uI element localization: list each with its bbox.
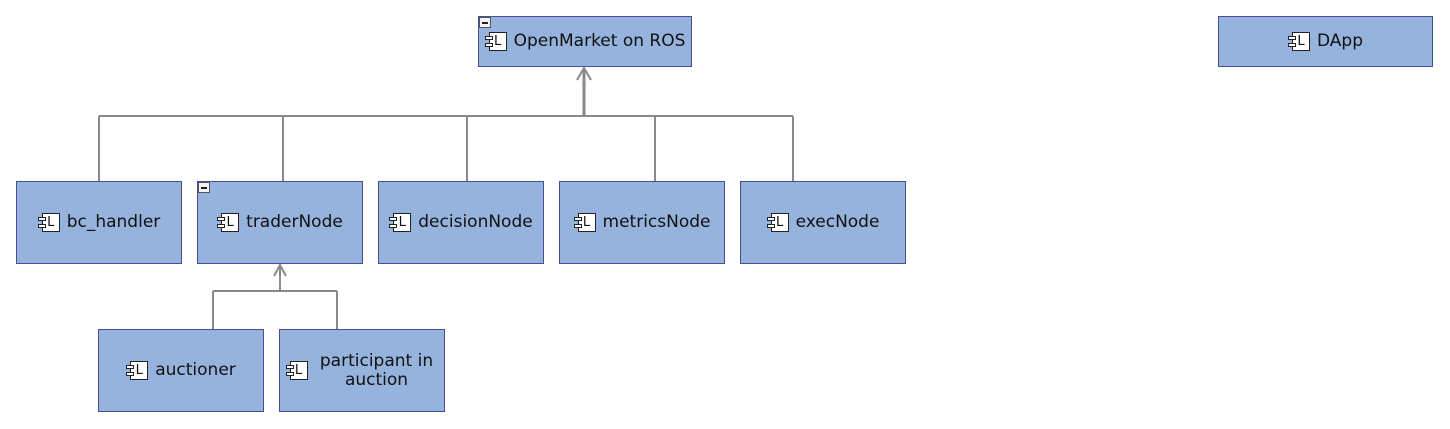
node-openmarket-on-ros[interactable]: L OpenMarket on ROS <box>478 16 692 67</box>
collapse-toggle-openmarket[interactable] <box>479 17 491 28</box>
node-dapp[interactable]: L DApp <box>1218 16 1433 67</box>
arrowhead-openmarket <box>576 66 592 81</box>
component-icon: L <box>1287 31 1312 53</box>
node-participant-in-auction[interactable]: L participant in auction <box>279 329 445 412</box>
node-label: participant in auction <box>319 350 434 390</box>
component-icon: L <box>37 212 62 234</box>
component-icon: L <box>573 212 598 234</box>
node-trader-node[interactable]: L traderNode <box>197 181 363 264</box>
node-auctioner[interactable]: L auctioner <box>98 329 264 412</box>
component-icon: L <box>484 31 509 53</box>
node-bc-handler[interactable]: L bc_handler <box>16 181 182 264</box>
node-label: execNode <box>795 212 880 232</box>
node-label: DApp <box>1316 31 1363 51</box>
component-icon: L <box>285 360 310 382</box>
collapse-toggle-trader-node[interactable] <box>198 182 210 193</box>
component-icon: L <box>766 212 791 234</box>
node-decision-node[interactable]: L decisionNode <box>378 181 544 264</box>
node-label: metricsNode <box>602 212 711 232</box>
node-label: OpenMarket on ROS <box>513 31 686 51</box>
arrowhead-trader-node <box>273 262 287 277</box>
node-label: decisionNode <box>418 212 533 232</box>
component-icon: L <box>389 212 413 234</box>
node-label: traderNode <box>246 212 343 232</box>
node-label: bc_handler <box>66 212 161 232</box>
node-metrics-node[interactable]: L metricsNode <box>559 181 725 264</box>
component-icon: L <box>126 360 150 382</box>
node-label: auctioner <box>155 360 236 380</box>
component-icon: L <box>217 212 241 234</box>
node-exec-node[interactable]: L execNode <box>740 181 906 264</box>
